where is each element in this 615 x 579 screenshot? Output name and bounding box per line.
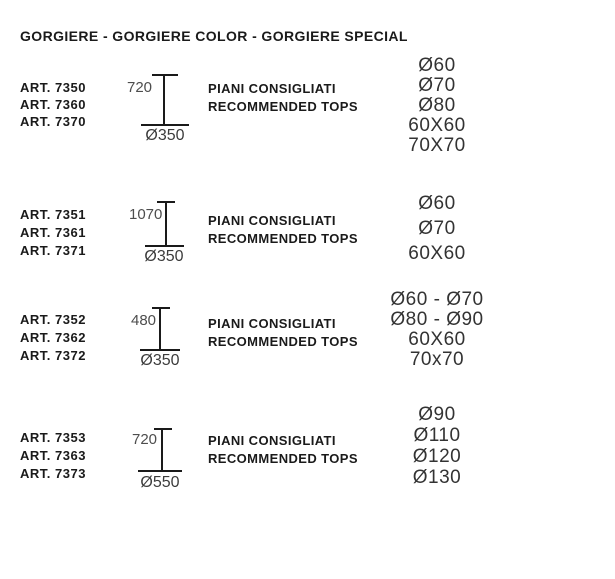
top-size: Ø60 (418, 193, 456, 214)
top-size: 70x70 (409, 349, 465, 370)
heading-italian: PIANI CONSIGLIATI (208, 81, 336, 96)
tops-size-list: Ø60 - Ø70 Ø80 - Ø90 60X60 70x70 (367, 290, 507, 370)
article-list: ART. 7350 ART. 7360 ART. 7370 (20, 79, 86, 130)
page-title: GORGIERE - GORGIERE COLOR - GORGIERE SPE… (20, 28, 408, 44)
article-number: ART. 7371 (20, 243, 86, 258)
pedestal-top-bar (152, 307, 170, 309)
base-diameter-label: Ø550 (140, 474, 180, 491)
article-number: ART. 7370 (20, 114, 86, 129)
article-list: ART. 7353 ART. 7363 ART. 7373 (20, 429, 86, 483)
top-size: Ø110 (413, 425, 461, 446)
pedestal-base-bar (140, 349, 180, 351)
article-number: ART. 7351 (20, 207, 86, 222)
article-list: ART. 7352 ART. 7362 ART. 7372 (20, 311, 86, 365)
pedestal-column (159, 307, 161, 351)
product-section-1: ART. 7350 ART. 7360 ART. 7370 720 Ø350 P… (0, 56, 615, 166)
recommended-tops-heading: PIANI CONSIGLIATI RECOMMENDED TOPS (208, 315, 358, 350)
pedestal-top-bar (154, 428, 172, 430)
top-size: Ø60 - Ø70 (390, 289, 484, 310)
top-size: Ø120 (412, 446, 462, 467)
top-size: Ø70 (418, 218, 456, 239)
top-size: 60X60 (408, 243, 466, 264)
heading-italian: PIANI CONSIGLIATI (208, 213, 336, 228)
product-section-2: ART. 7351 ART. 7361 ART. 7371 1070 Ø350 … (0, 190, 615, 280)
top-size: Ø80 (418, 95, 456, 116)
heading-italian: PIANI CONSIGLIATI (208, 316, 336, 331)
pedestal-column (163, 74, 165, 126)
heading-english: RECOMMENDED TOPS (208, 450, 358, 466)
top-size: 60X60 (408, 329, 466, 350)
top-size: 70X70 (408, 135, 466, 156)
top-size: Ø70 (418, 75, 456, 96)
pedestal-top-bar (152, 74, 178, 76)
heading-english: RECOMMENDED TOPS (208, 98, 358, 114)
article-number: ART. 7372 (20, 348, 86, 363)
base-diameter-label: Ø350 (140, 352, 180, 369)
tops-size-list: Ø60 Ø70 Ø80 60X60 70X70 (377, 56, 497, 156)
height-dimension-label: 720 (127, 79, 153, 96)
top-size: 60X60 (408, 115, 466, 136)
recommended-tops-heading: PIANI CONSIGLIATI RECOMMENDED TOPS (208, 80, 358, 115)
pedestal-base-bar (138, 470, 182, 472)
tops-size-list: Ø60 Ø70 60X60 (377, 191, 497, 266)
recommended-tops-heading: PIANI CONSIGLIATI RECOMMENDED TOPS (208, 432, 358, 467)
top-size: Ø60 (418, 55, 456, 76)
base-diameter-label: Ø350 (145, 127, 185, 144)
product-section-4: ART. 7353 ART. 7363 ART. 7373 720 Ø550 P… (0, 402, 615, 502)
pedestal-column (165, 201, 167, 247)
article-number: ART. 7361 (20, 225, 86, 240)
article-number: ART. 7362 (20, 330, 86, 345)
product-section-3: ART. 7352 ART. 7362 ART. 7372 480 Ø350 P… (0, 288, 615, 383)
article-number: ART. 7363 (20, 448, 86, 463)
heading-english: RECOMMENDED TOPS (208, 230, 358, 246)
tops-size-list: Ø90 Ø110 Ø120 Ø130 (377, 404, 497, 488)
heading-english: RECOMMENDED TOPS (208, 333, 358, 349)
height-dimension-label: 720 (132, 431, 158, 448)
pedestal-column (161, 428, 163, 472)
article-list: ART. 7351 ART. 7361 ART. 7371 (20, 206, 86, 260)
article-number: ART. 7350 (20, 80, 86, 95)
pedestal-base-bar (141, 124, 189, 126)
article-number: ART. 7373 (20, 466, 86, 481)
top-size: Ø90 (418, 404, 456, 425)
article-number: ART. 7360 (20, 97, 86, 112)
article-number: ART. 7352 (20, 312, 86, 327)
heading-italian: PIANI CONSIGLIATI (208, 433, 336, 448)
recommended-tops-heading: PIANI CONSIGLIATI RECOMMENDED TOPS (208, 212, 358, 247)
height-dimension-label: 1070 (129, 206, 163, 223)
top-size: Ø130 (412, 467, 462, 488)
height-dimension-label: 480 (131, 312, 157, 329)
pedestal-base-bar (145, 245, 184, 247)
base-diameter-label: Ø350 (144, 248, 184, 265)
top-size: Ø80 - Ø90 (390, 309, 484, 330)
article-number: ART. 7353 (20, 430, 86, 445)
